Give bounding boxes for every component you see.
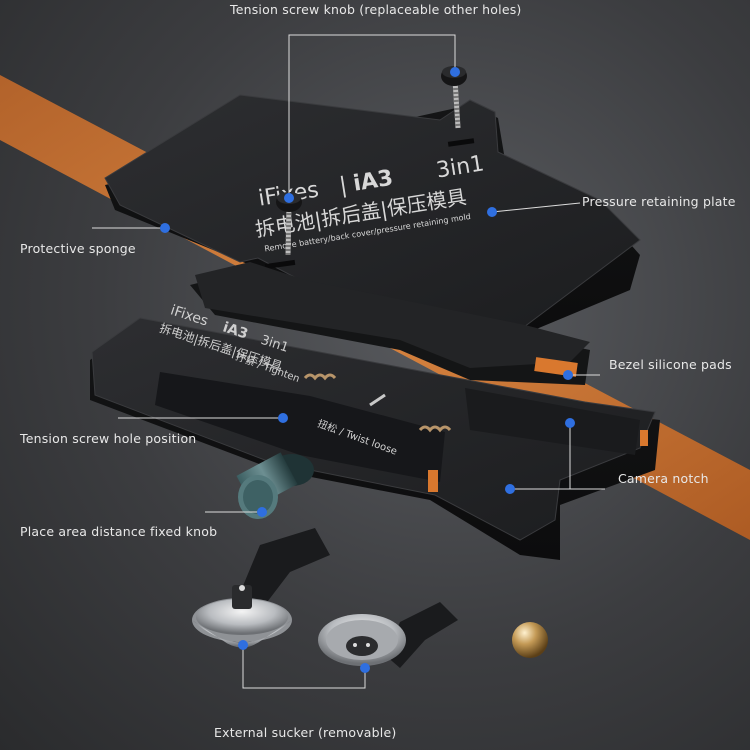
callout-camera-notch: Camera notch — [618, 471, 709, 486]
dot-knob — [257, 507, 267, 517]
dot-protective-sponge — [160, 223, 170, 233]
external-sucker-right — [318, 614, 406, 666]
plate-model-text: iA3 — [352, 166, 395, 197]
dot-front-screw — [284, 193, 294, 203]
callout-place-area-knob: Place area distance fixed knob — [20, 524, 218, 539]
place-area-distance-knob — [236, 452, 314, 519]
protective-sponge-layer — [190, 262, 590, 385]
callout-protective-sponge: Protective sponge — [20, 241, 136, 256]
callout-pressure-retaining-plate: Pressure retaining plate — [582, 194, 736, 209]
dot-sucker-left — [238, 640, 248, 650]
dot-base-plate — [505, 484, 515, 494]
dot-camera-notch — [565, 418, 575, 428]
dot-bezel-pads — [563, 370, 573, 380]
dot-sucker-right — [360, 663, 370, 673]
sucker-bracket-left — [235, 528, 330, 618]
callout-tension-screw-hole-position: Tension screw hole position — [20, 431, 197, 446]
dot-tension-screw-knob — [450, 67, 460, 77]
callout-external-sucker: External sucker (removable) — [214, 725, 397, 740]
callout-bezel-silicone-pads: Bezel silicone pads — [609, 357, 732, 372]
dot-pressure-plate — [487, 207, 497, 217]
dot-tension-hole — [278, 413, 288, 423]
svg-text:|: | — [338, 173, 349, 199]
marker-dots — [160, 67, 575, 673]
callout-tension-screw-knob: Tension screw knob (replaceable other ho… — [230, 2, 522, 17]
brass-ball — [512, 622, 548, 658]
external-sucker-left — [192, 585, 292, 648]
sucker-bracket-right — [385, 602, 458, 668]
leader-lines — [92, 34, 605, 689]
base-mold: iFixes iA3 3in1 拆电池|拆后盖|保压模具 拧紧 / Tighte… — [90, 302, 660, 560]
base-model-text: iA3 — [221, 319, 250, 342]
